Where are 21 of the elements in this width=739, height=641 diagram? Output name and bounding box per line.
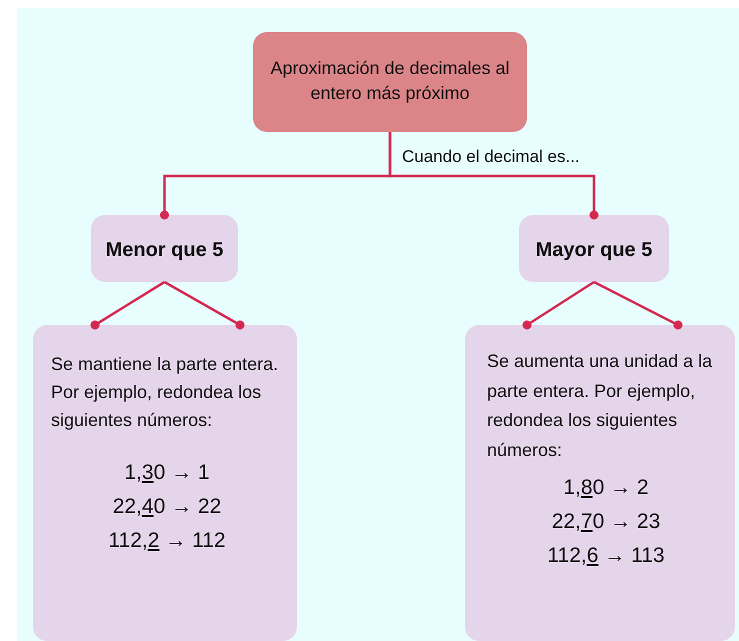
title-box [253,32,527,132]
rule-text: Se aumenta una unidad a la parte entera. Por ejemplo, redondea los siguientes números: [487,350,714,462]
example-row-text: 112,2 → 112 [107,528,227,553]
connector-line [90,280,166,330]
rule-card [465,325,735,641]
example-row-text: 22,70 → 23 [550,510,662,534]
connector-line [522,280,595,330]
example-row-text: 22,40 → 22 [112,494,222,519]
connector-line [164,280,244,330]
example-row-text: 1,30 → 1 [123,460,211,485]
condition-label: Mayor que 5 [534,238,654,263]
example-row-text: 1,80 → 2 [562,476,650,500]
rule-text: Se mantiene la parte entera. Por ejemplo, redondea los siguientes números: [51,353,280,432]
condition-label: Menor que 5 [104,238,224,263]
connector-line [388,132,598,220]
example-row-text: 112,6 → 113 [546,544,666,568]
condition-box [91,215,238,282]
rule-card [33,325,297,641]
condition-box [519,215,669,282]
connector-line [593,280,682,330]
title-text: Aproximación de decimales al entero más próximo [269,57,511,106]
